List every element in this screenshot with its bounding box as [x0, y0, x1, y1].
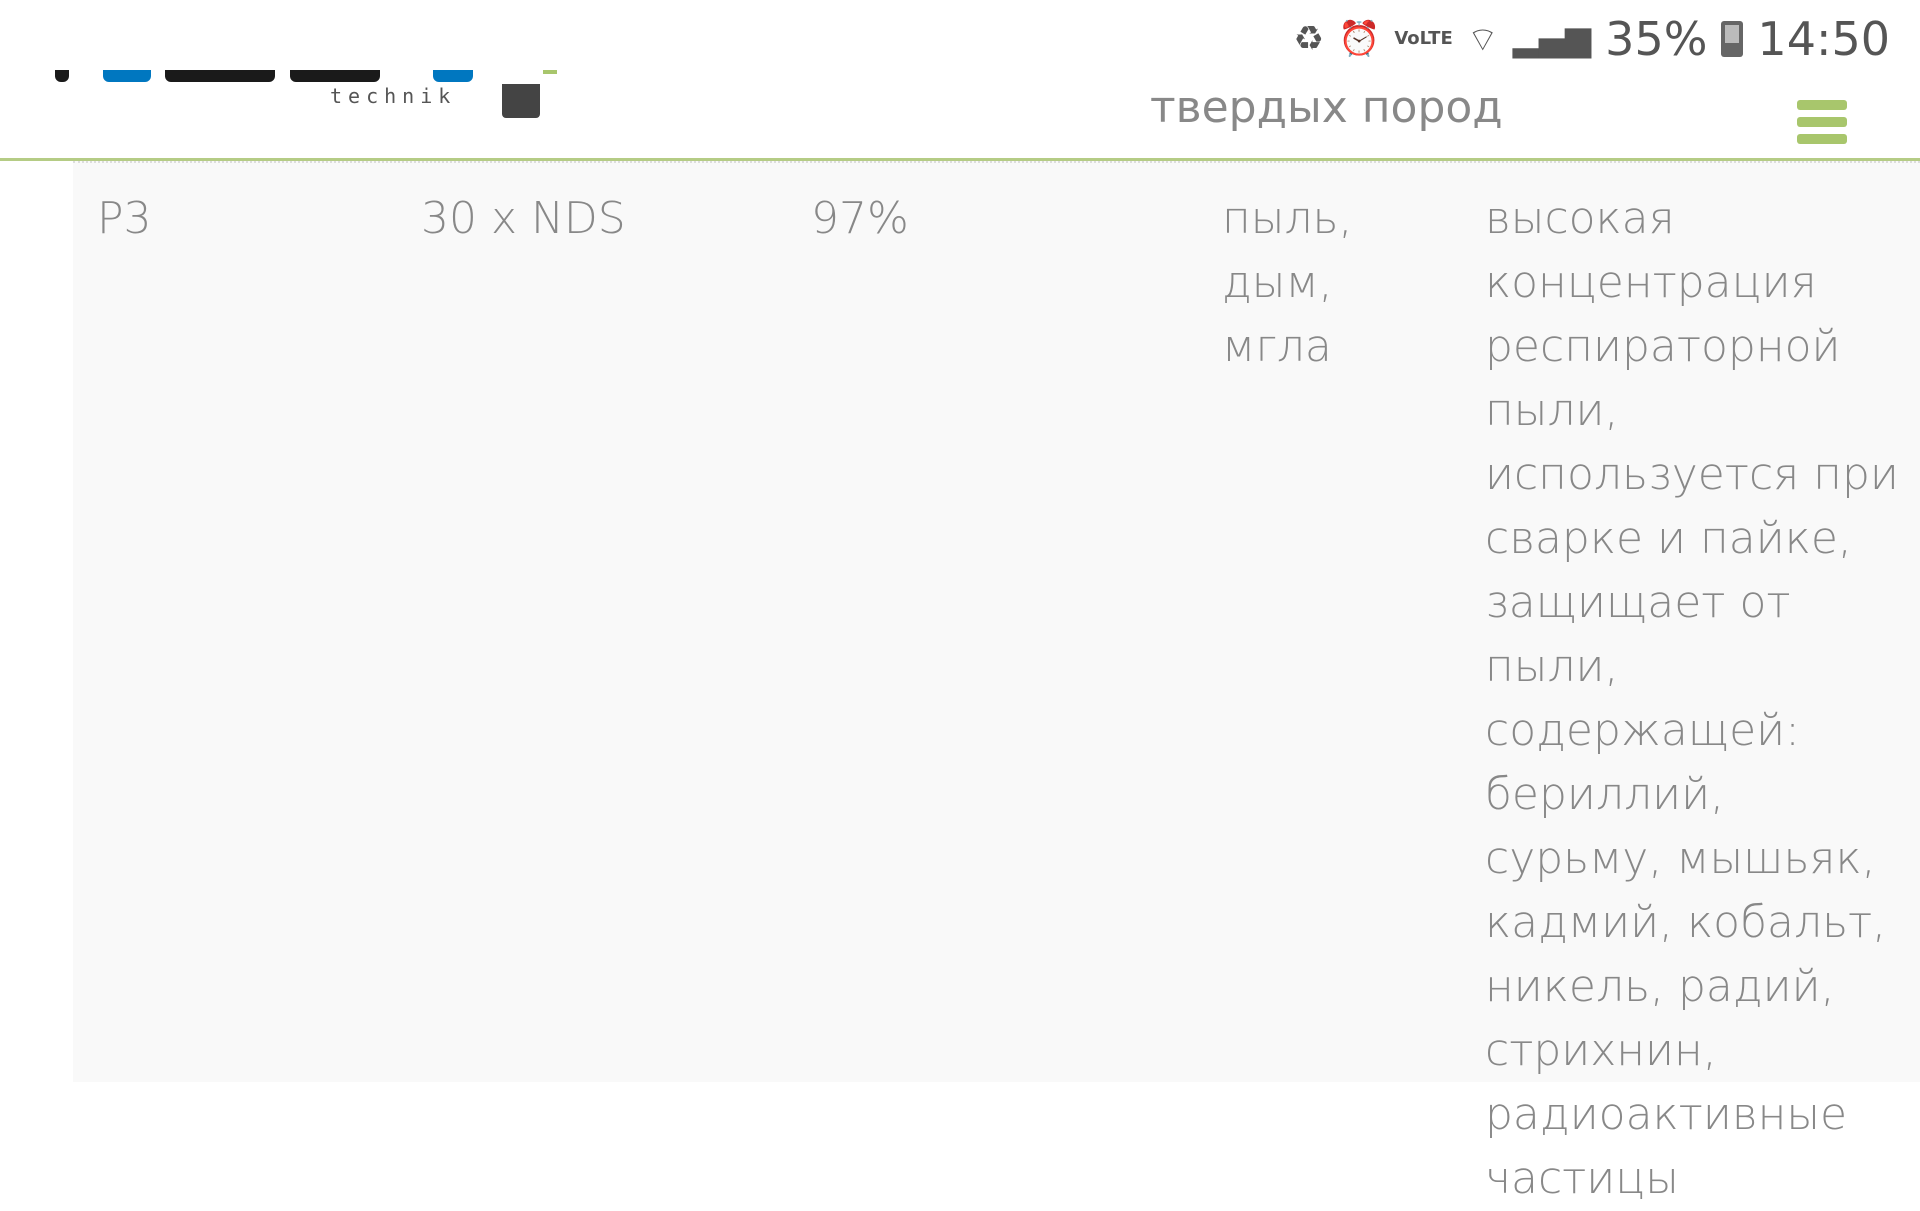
battery-saver-icon: ♻: [1293, 19, 1325, 59]
battery-percent: 35%: [1605, 12, 1708, 66]
status-bar: ♻ ⏰ VoLTE ⌔ ▂▄▆ 35% 14:50: [1293, 12, 1890, 66]
cell-class: P3: [97, 193, 152, 244]
cell-description: высокая концентрация респираторной пыли,…: [1485, 193, 1899, 1204]
battery-icon: [1721, 21, 1744, 57]
hamburger-menu-icon[interactable]: [1797, 100, 1847, 160]
partial-scrolled-text: твердых пород: [1150, 82, 1503, 133]
cell-type: пыль, дым, мгла: [1222, 193, 1353, 372]
cell-efficiency: 97%: [811, 193, 909, 244]
filter-table: P3 30 x NDS 97% пыль, дым, мгла высокая …: [73, 161, 1920, 1204]
header-divider: [0, 158, 1920, 161]
wifi-icon: ⌔: [1466, 19, 1499, 60]
clock: 14:50: [1757, 12, 1890, 66]
cell-limit: 30 x NDS: [421, 193, 626, 244]
alarm-icon: ⏰: [1338, 19, 1381, 59]
logo-subtitle: technik: [330, 84, 457, 108]
site-logo[interactable]: technik: [55, 40, 575, 118]
signal-icon: ▂▄▆: [1512, 19, 1592, 59]
volte-icon: VoLTE: [1394, 28, 1453, 49]
